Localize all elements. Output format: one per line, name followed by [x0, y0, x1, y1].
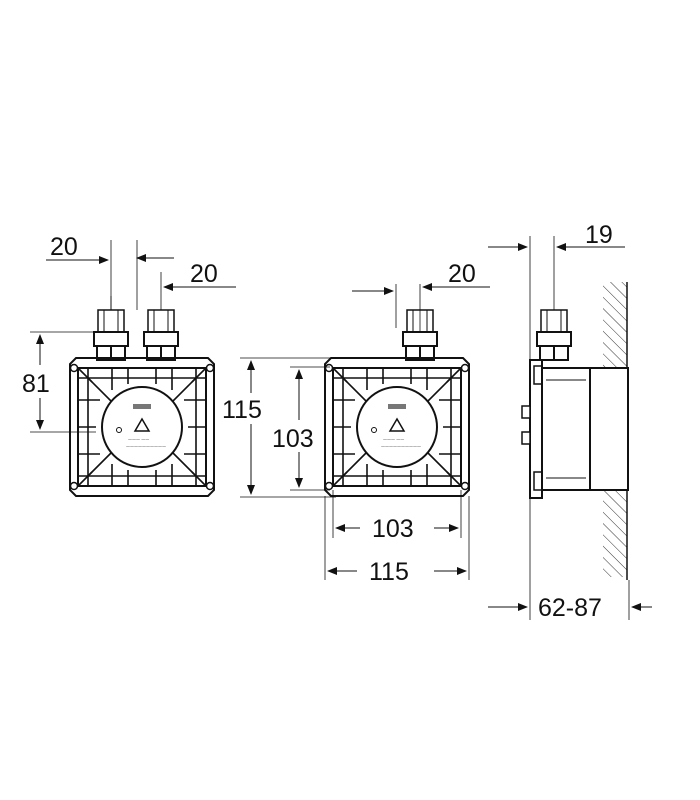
- grohe-logo-icon-2: [388, 404, 406, 409]
- outlet-right: [143, 309, 179, 361]
- box-side-body: [521, 359, 629, 499]
- front-view-dual: ——— —— —————————— 20 20 81: [22, 233, 236, 497]
- outlet-left: [93, 309, 129, 361]
- recycle-icon: [133, 417, 151, 432]
- svg-text:——————————: ——————————: [126, 444, 166, 449]
- svg-text:——— ——: ——— ——: [128, 437, 149, 442]
- dim-top-side: 19: [488, 221, 625, 360]
- dim-top-side-label: 19: [585, 221, 613, 249]
- dim-depth-label: 62-87: [538, 594, 602, 622]
- dim-inner-height: 103: [272, 366, 330, 491]
- dim-top-single: 20: [352, 260, 490, 332]
- dim-top-right-label: 20: [190, 260, 218, 288]
- dim-top-single-label: 20: [448, 260, 476, 288]
- dim-top-right: 20: [136, 240, 236, 310]
- side-view: 19 62-87: [488, 221, 652, 622]
- recycle-icon-2: [388, 417, 406, 432]
- dim-inner-width: 103: [332, 490, 462, 543]
- svg-text:——— ——: ——— ——: [383, 437, 404, 442]
- dim-height: 81: [22, 331, 96, 433]
- dim-inner-height-label: 103: [272, 425, 314, 453]
- outlet-side: [536, 309, 572, 361]
- grohe-logo-icon: [133, 404, 151, 409]
- dim-outer-width: 115: [324, 496, 470, 586]
- dim-outer-height: 115: [222, 357, 336, 498]
- dim-depth: 62-87: [488, 498, 652, 622]
- dim-inner-width-label: 103: [372, 515, 414, 543]
- dim-height-label: 81: [22, 370, 50, 398]
- box-frame: ——— —— ——————————: [69, 357, 215, 497]
- dim-outer-width-label: 115: [369, 558, 409, 586]
- dim-outer-height-label: 115: [222, 396, 262, 424]
- dim-top-left: 20: [46, 233, 112, 310]
- box-frame-single: ——— —— ——————————: [324, 357, 470, 497]
- svg-text:——————————: ——————————: [381, 444, 421, 449]
- dim-top-left-label: 20: [50, 233, 78, 261]
- front-view-single: ——— —— —————————— 20 115 103: [222, 260, 490, 586]
